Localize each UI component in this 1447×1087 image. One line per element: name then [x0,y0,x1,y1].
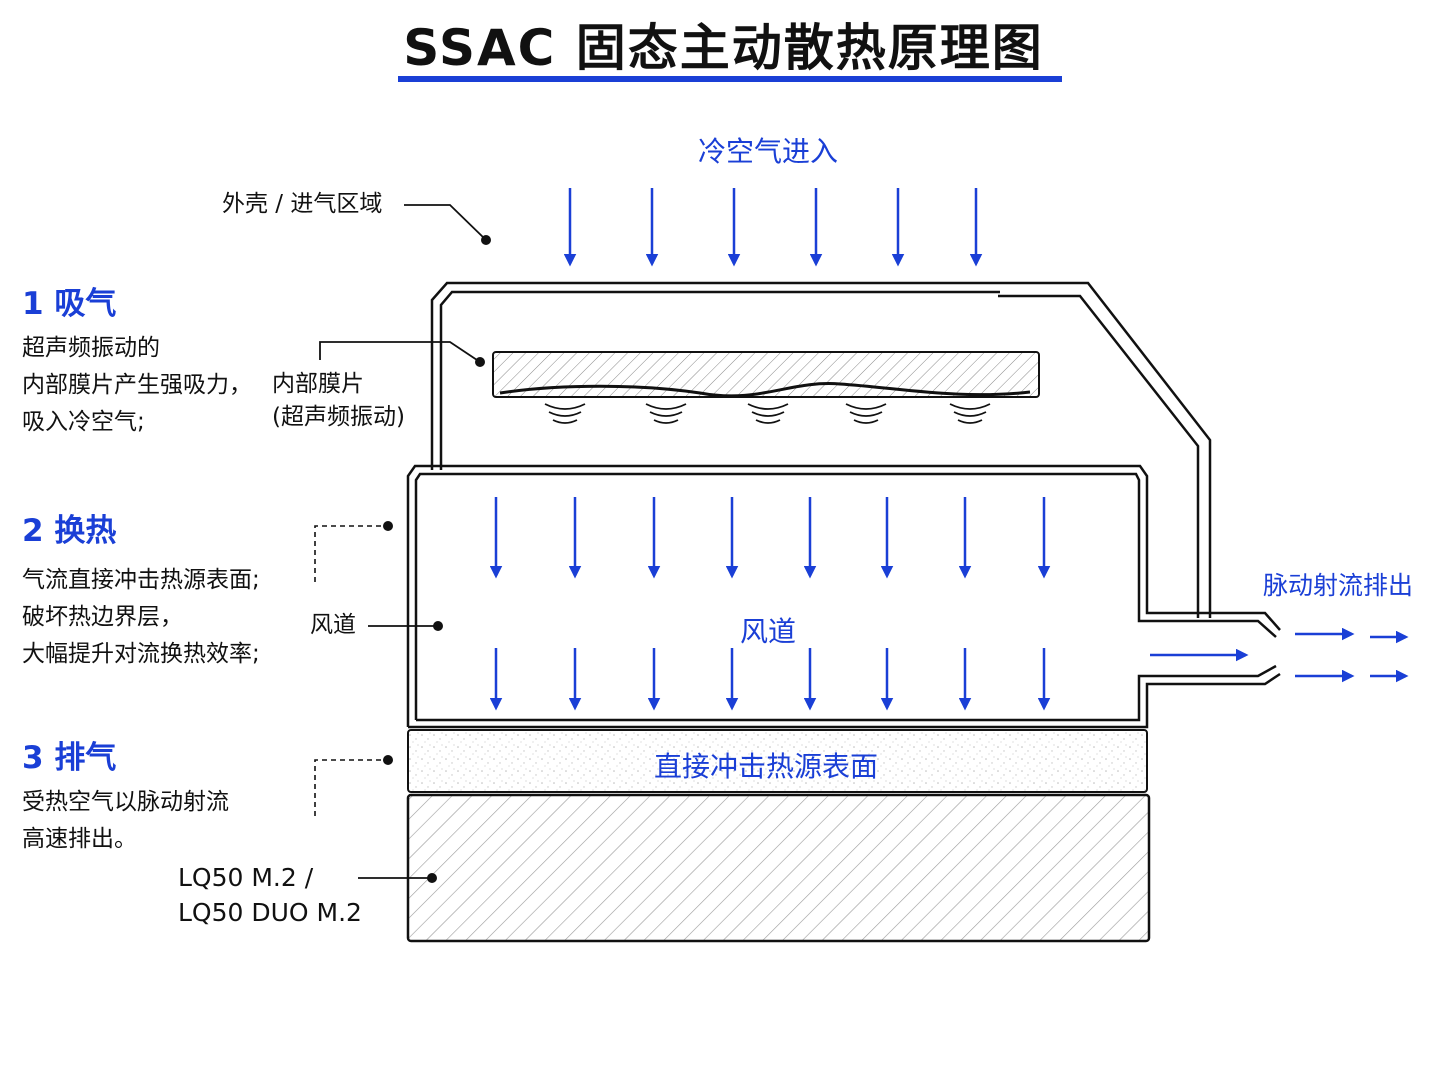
title-underline [398,76,1062,82]
duct-side-label: 风道 [310,612,356,638]
down-arrow-icon [489,497,1051,579]
leader-dots [383,235,491,883]
impact-surface-layer [407,729,1148,793]
shell-intake-label: 外壳 / 进气区域 [222,191,383,217]
membrane [492,351,1040,398]
impact-surface-label: 直接冲击热源表面 [653,750,879,783]
down-arrow-icon [563,188,983,267]
right-arrow-icon [1150,627,1409,683]
exhaust-label: 脉动射流排出 [1263,571,1414,600]
dashed-callouts [314,525,388,816]
cold-air-in-label: 冷空气进入 [697,135,839,168]
step-3-desc: 受热空气以脉动射流 高速排出。 [22,789,229,852]
page-title: SSAC 固态主动散热原理图 [403,19,1044,77]
step-3-heading: 3 排气 [22,740,117,776]
air-duct [406,464,1281,729]
leader-lines [319,204,487,879]
duct-center-label: 风道 [739,615,797,648]
membrane-label: 内部膜片 (超声频振动) [272,371,405,430]
step-2-heading: 2 换热 [22,513,117,549]
step-2-desc: 气流直接冲击热源表面; 破坏热边界层， 大幅提升对流换热效率; [22,567,260,667]
vibration-wave-icon [544,403,991,424]
outer-shell [430,281,1212,618]
product-label: LQ50 M.2 / LQ50 DUO M.2 [178,863,362,927]
step-1-heading: 1 吸气 [22,286,117,322]
step-1-desc: 超声频振动的 内部膜片产生强吸力， 吸入冷空气; [22,335,252,435]
lq50-module [406,793,1151,943]
down-arrow-icon [489,648,1051,711]
